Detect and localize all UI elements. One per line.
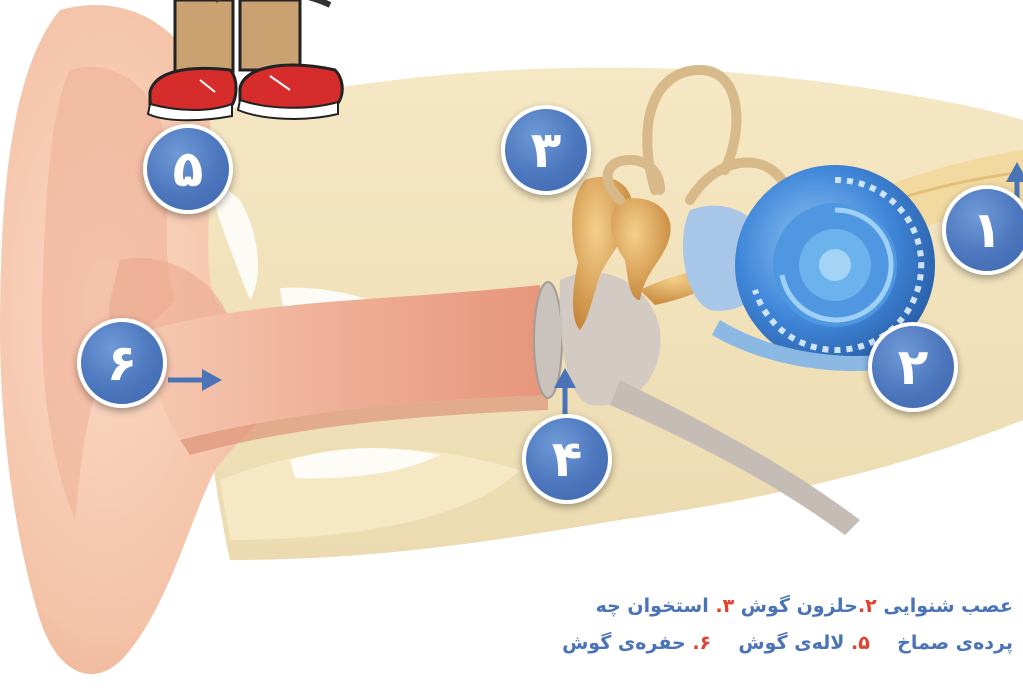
eardrum [534, 282, 562, 398]
legend-label-ear-canal: حفره‌ی گوش [562, 632, 686, 654]
legend-number-5: ۵. [851, 632, 870, 654]
marker-4: ۴ [522, 414, 612, 504]
legend-label-pinna: لاله‌ی گوش [738, 632, 844, 654]
legend-label-eardrum: پرده‌ی صماخ [897, 632, 1013, 654]
legend-number-3: ۳. [715, 595, 734, 617]
legend-label-ossicles: استخوان چه [596, 595, 709, 617]
marker-2: ۲ [868, 322, 958, 412]
legend-number-6: ۶. [692, 632, 711, 654]
legend-label-cochlea: حلزون گوش [741, 595, 858, 617]
marker-1: ۱ [942, 185, 1023, 275]
legend-line-2: پرده‌ی صماخ ۵. لاله‌ی گوش ۶. حفره‌ی گوش [453, 632, 1013, 654]
legend-label-auditory-nerve: عصب شنوایی [883, 595, 1013, 617]
cartoon-character [148, 0, 342, 120]
legend-number-2: ۲. [858, 595, 877, 617]
legend-line-1: عصب شنوایی ۲.حلزون گوش ۳. استخوان چه [453, 595, 1013, 617]
marker-6: ۶ [77, 318, 167, 408]
marker-3: ۳ [501, 105, 591, 195]
marker-5: ۵ [143, 124, 233, 214]
